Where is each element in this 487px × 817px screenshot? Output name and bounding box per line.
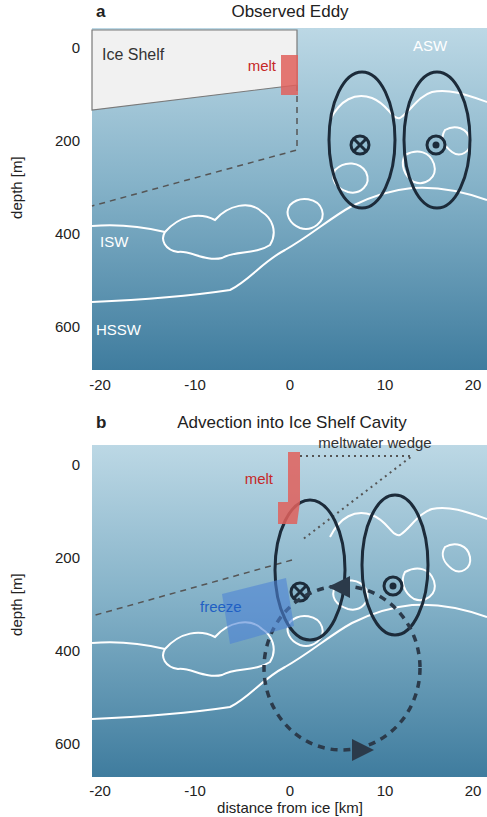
tick-label: 10 (377, 782, 394, 799)
tick-label: -20 (89, 782, 111, 799)
region-label: melt (248, 57, 276, 74)
out-of-page-dot (433, 142, 440, 149)
tick-label: 0 (72, 456, 80, 473)
tick-label: 200 (55, 132, 80, 149)
freeze-region: freeze (200, 578, 294, 644)
tick-label: 0 (72, 39, 80, 56)
wedge-label: meltwater wedge (318, 434, 431, 451)
tick-label: -10 (184, 376, 206, 393)
axis-title: depth [m] (7, 574, 24, 637)
flow-arrow (328, 576, 350, 598)
tick-label: 600 (55, 318, 80, 335)
ice-shelf-outline (92, 30, 297, 110)
water-column (92, 445, 487, 777)
meltwater-wedge-outline (300, 456, 412, 540)
panel-title: Advection into Ice Shelf Cavity (177, 413, 407, 433)
tick-label: -10 (184, 782, 206, 799)
tick-label: 0 (286, 376, 294, 393)
melt-region: melt (248, 55, 298, 95)
melt-region-shape (278, 452, 300, 524)
melt-region-outline (281, 55, 298, 95)
water-mass-contours (92, 91, 487, 302)
panel-letter: b (96, 413, 106, 433)
axis-title: depth [m] (7, 157, 24, 220)
water-column (92, 28, 487, 370)
melt-region-outline (278, 452, 300, 524)
water-mass-contours (92, 508, 487, 719)
region-label: melt (245, 470, 273, 487)
tick-label: 10 (377, 376, 394, 393)
tick-label: 20 (465, 376, 482, 393)
water-mass-label: HSSW (96, 321, 141, 338)
water-mass-label: ASW (413, 37, 447, 54)
tick-label: -20 (89, 376, 111, 393)
panel-letter: a (96, 2, 105, 22)
melt-region-shape (281, 55, 298, 95)
tick-label: 400 (55, 225, 80, 242)
tick-label: 0 (286, 782, 294, 799)
tick-label: 600 (55, 735, 80, 752)
out-of-page-dot (390, 583, 397, 590)
water-mass-label: ISW (100, 233, 128, 250)
tick-label: 200 (55, 549, 80, 566)
melt-region: melt (245, 452, 300, 524)
region-label: freeze (200, 598, 242, 615)
axis-title: distance from ice [km] (217, 799, 363, 816)
region-label: Ice Shelf (102, 46, 164, 64)
panel-title: Observed Eddy (231, 2, 348, 22)
flow-arrow (352, 739, 374, 761)
tick-label: 400 (55, 642, 80, 659)
tick-label: 20 (465, 782, 482, 799)
eddy-cores (329, 72, 470, 208)
